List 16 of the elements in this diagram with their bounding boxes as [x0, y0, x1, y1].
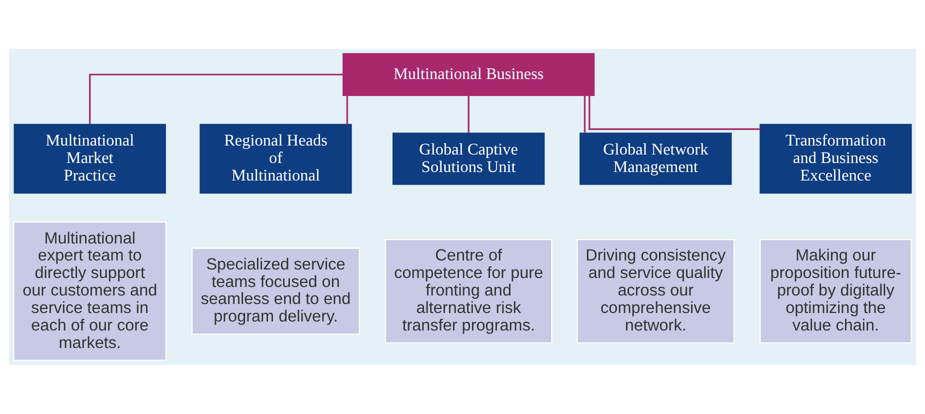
- node-box: Transformation and Business Excellence: [760, 124, 912, 194]
- node-box: Multinational Market Practice: [14, 124, 166, 194]
- connector: [468, 96, 470, 134]
- node-box: Driving consistency and service quality across our comprehensive network.: [576, 238, 735, 344]
- node-box: Centre of competence for pure fronting and alternative risk transfer programs.: [384, 238, 552, 344]
- connector: [588, 96, 760, 130]
- node-box: Regional Heads of Multinational: [200, 124, 352, 194]
- connector: [584, 96, 586, 134]
- node-box: Specialized service teams focused on seamless end to end program delivery.: [192, 248, 360, 335]
- node-box: Global Captive Solutions Unit: [392, 132, 545, 185]
- node-box: Global Network Management: [580, 132, 732, 185]
- node-box: Multinational expert team to directly support our customers and service teams in each of our core markets.: [13, 222, 167, 361]
- node-box: Making our proposition future-proof by digitally optimizing the value chain.: [760, 238, 912, 344]
- connector: [346, 96, 348, 124]
- connector: [89, 74, 344, 124]
- node-box: Multinational Business: [342, 53, 595, 96]
